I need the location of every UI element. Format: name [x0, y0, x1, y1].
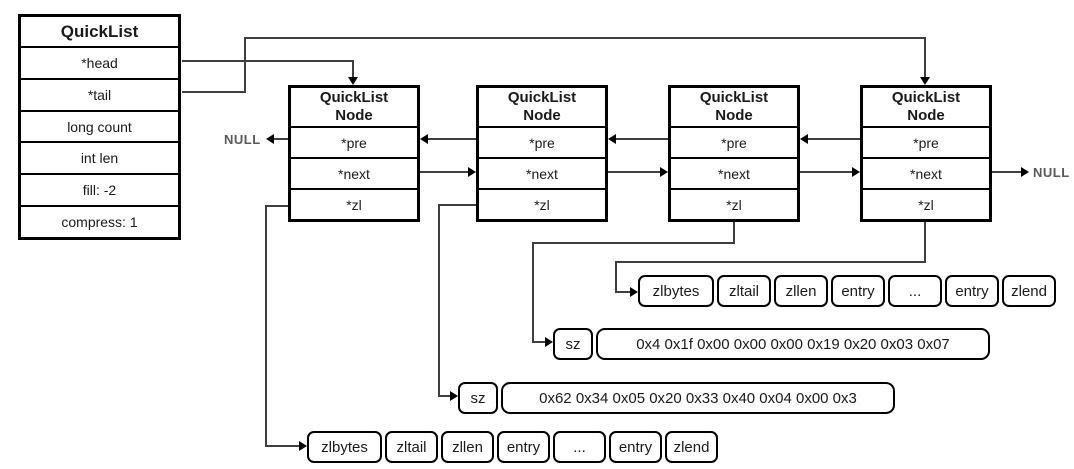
node4-next-arrowhead — [1021, 167, 1029, 177]
sz-row1-value: 0x4 0x1f 0x00 0x00 0x00 0x19 0x20 0x03 0… — [596, 328, 990, 360]
node1-next-line — [420, 171, 470, 173]
sz-row2-label: sz — [458, 382, 498, 414]
node3-title: QuickList Node — [671, 88, 797, 126]
node2-field-pre: *pre — [479, 126, 605, 157]
quicklist-field-count: long count — [21, 109, 178, 142]
node3-zl-segment — [532, 242, 735, 244]
ziplist-top-cell-zllen: zllen — [774, 275, 828, 307]
node2-title-line1: QuickList — [507, 89, 577, 106]
node1-zl-segment — [265, 445, 301, 447]
node3-field-pre: *pre — [671, 126, 797, 157]
node1-zl-segment — [265, 205, 288, 207]
node2-next-line — [608, 171, 662, 173]
node2-zl-segment — [438, 204, 476, 206]
ziplist-top-cell-zlend: zlend — [1002, 275, 1056, 307]
tail-pointer-segment — [244, 37, 246, 93]
node2-next-arrowhead — [660, 167, 668, 177]
sz-row2-value: 0x62 0x34 0x05 0x20 0x33 0x40 0x04 0x00 … — [501, 382, 895, 414]
node4-field-next: *next — [863, 157, 989, 188]
node1-field-next: *next — [291, 157, 417, 188]
node2-zl-arrowhead — [450, 391, 458, 401]
ziplist-bottom-cell-zlend: zlend — [665, 431, 718, 463]
node2-field-next: *next — [479, 157, 605, 188]
quicklist-node-2: QuickList Node *pre *next *zl — [476, 85, 608, 222]
node4-next-line — [992, 171, 1023, 173]
node2-pre-line — [427, 138, 476, 140]
node3-zl-arrowhead — [545, 337, 553, 347]
node3-zl-segment — [532, 341, 547, 343]
quicklist-field-head: *head — [21, 46, 178, 78]
head-arrowhead — [348, 77, 358, 85]
quicklist-struct-box: QuickList *head *tail long count int len… — [18, 14, 181, 240]
node2-field-zl: *zl — [479, 188, 605, 219]
node4-title: QuickList Node — [863, 88, 989, 126]
node3-field-zl: *zl — [671, 188, 797, 219]
quicklist-node-1: QuickList Node *pre *next *zl — [288, 85, 420, 222]
node4-title-line1: QuickList — [891, 89, 961, 106]
node1-zl-arrowhead — [299, 441, 307, 451]
ziplist-bottom-cell-entry2: entry — [609, 431, 662, 463]
node4-zl-segment — [615, 261, 617, 292]
quicklist-field-compress: compress: 1 — [21, 205, 178, 237]
quicklist-field-tail: *tail — [21, 77, 178, 110]
node2-zl-segment — [438, 395, 452, 397]
node4-zl-segment — [615, 261, 926, 263]
ziplist-top-cell-entry1: entry — [831, 275, 885, 307]
ziplist-top-cell-ellipsis: ... — [888, 275, 942, 307]
node4-pre-arrowhead — [800, 134, 808, 144]
node3-next-line — [800, 171, 854, 173]
head-pointer-segment — [352, 60, 354, 79]
ziplist-bottom-cell-entry1: entry — [497, 431, 550, 463]
node1-field-zl: *zl — [291, 188, 417, 219]
node3-pre-line — [615, 138, 668, 140]
node1-zl-segment — [265, 205, 267, 446]
head-pointer-segment — [182, 60, 353, 62]
quicklist-node-3: QuickList Node *pre *next *zl — [668, 85, 800, 222]
node3-pre-arrowhead — [608, 134, 616, 144]
tail-arrowhead — [920, 77, 930, 85]
node1-title-line2: Node — [335, 107, 373, 124]
node1-title-line1: QuickList — [319, 89, 389, 106]
node1-next-arrowhead — [468, 167, 476, 177]
node3-title-line2: Node — [715, 107, 753, 124]
node1-field-pre: *pre — [291, 126, 417, 157]
node2-title: QuickList Node — [479, 88, 605, 126]
node2-title-line2: Node — [523, 107, 561, 124]
quicklist-title: QuickList — [60, 21, 139, 41]
ziplist-bottom-cell-zltail: zltail — [385, 431, 438, 463]
tail-pointer-segment — [924, 37, 926, 78]
ziplist-top-cell-entry2: entry — [945, 275, 999, 307]
node4-zl-segment — [615, 291, 632, 293]
node2-pre-arrowhead — [420, 134, 428, 144]
node4-zl-segment — [924, 222, 926, 262]
node3-field-next: *next — [671, 157, 797, 188]
quicklist-node-4: QuickList Node *pre *next *zl — [860, 85, 992, 222]
node3-next-arrowhead — [852, 167, 860, 177]
node4-zl-arrowhead — [630, 287, 638, 297]
sz-row1-label: sz — [553, 328, 593, 360]
null-label-right: NULL — [1033, 165, 1070, 180]
null-label-left: NULL — [224, 132, 261, 147]
node3-zl-segment — [532, 242, 534, 342]
node4-pre-line — [807, 138, 860, 140]
node3-title-line1: QuickList — [699, 89, 769, 106]
quicklist-field-len: int len — [21, 141, 178, 173]
ziplist-bottom-cell-zllen: zllen — [441, 431, 494, 463]
node4-field-zl: *zl — [863, 188, 989, 219]
node4-title-line2: Node — [907, 107, 945, 124]
node2-zl-segment — [438, 204, 440, 396]
node1-pre-line — [273, 138, 288, 140]
ziplist-bottom-cell-ellipsis: ... — [553, 431, 606, 463]
ziplist-top-cell-zltail: zltail — [717, 275, 771, 307]
ziplist-top-cell-zlbytes: zlbytes — [638, 275, 714, 307]
tail-pointer-segment — [244, 37, 925, 39]
ziplist-bottom-cell-zlbytes: zlbytes — [307, 431, 382, 463]
quicklist-field-fill: fill: -2 — [21, 173, 178, 205]
node3-zl-segment — [733, 222, 735, 243]
tail-pointer-segment — [182, 91, 245, 93]
node4-field-pre: *pre — [863, 126, 989, 157]
node1-title: QuickList Node — [291, 88, 417, 126]
node1-pre-arrowhead — [266, 134, 274, 144]
